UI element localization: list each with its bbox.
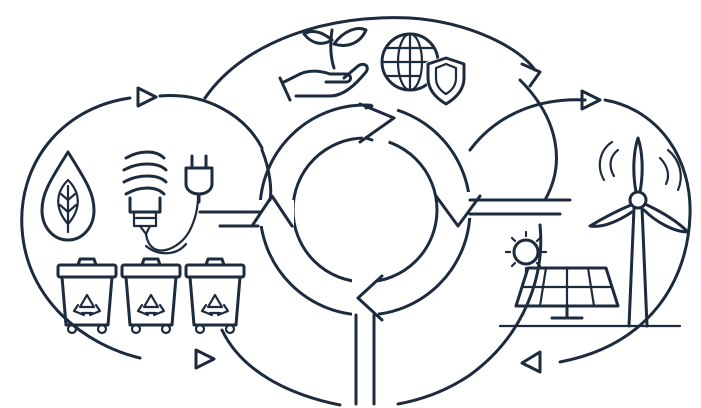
arrowhead-bottom-left-icon <box>194 348 216 370</box>
arrowhead-right-top-icon <box>580 89 602 111</box>
water-leaf-icon <box>40 150 96 242</box>
hub-connectors <box>198 148 572 406</box>
ring-arrow-right <box>434 192 484 228</box>
recycling-bin-icon <box>120 257 182 335</box>
bulb-cord-line <box>144 194 200 252</box>
energy-saving-bulb-icon <box>122 150 200 255</box>
circular-arrows-icon <box>250 95 484 322</box>
top-arc-line <box>203 16 537 100</box>
right-lower-arc-line <box>396 223 543 406</box>
recycling-bins <box>56 257 246 335</box>
outer-arrowheads <box>136 62 602 374</box>
recycling-bin-icon <box>184 257 246 335</box>
electric-plug-icon <box>184 154 214 204</box>
left-loop-top-line <box>158 94 264 150</box>
hand-seedling-icon <box>278 27 369 102</box>
ring-arrow-top <box>358 95 400 145</box>
ring-inner <box>291 136 439 284</box>
globe-shield-icon <box>380 32 466 106</box>
right-loop-line <box>468 98 587 152</box>
right-inner-arc-line <box>518 78 558 202</box>
top-left-spoke-line <box>260 148 273 202</box>
solar-panel-icon <box>498 266 682 328</box>
wind-turbine-icon <box>588 136 690 328</box>
recycling-bin-icon <box>56 257 118 335</box>
arrowhead-top-right-icon <box>520 62 542 88</box>
arrowhead-bottom-right-icon <box>520 350 542 374</box>
right-loop-outer-line <box>558 98 692 364</box>
arrowhead-left-top-icon <box>136 86 158 108</box>
left-loop-line <box>20 96 142 360</box>
bottom-left-arc-line <box>220 328 342 407</box>
